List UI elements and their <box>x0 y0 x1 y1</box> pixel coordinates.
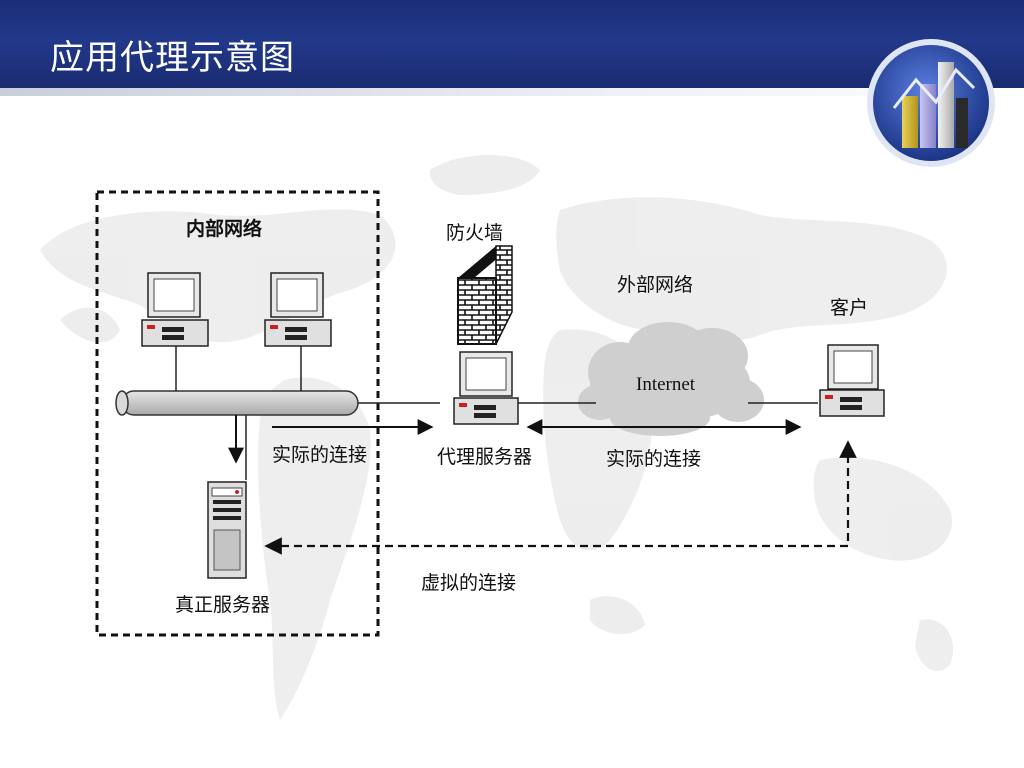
proxy-server-computer-icon <box>453 351 519 425</box>
firewall-icon <box>457 245 513 345</box>
firewall-label: 防火墙 <box>446 222 504 244</box>
slide-header <box>0 0 1024 92</box>
internet-label: Internet <box>636 374 696 395</box>
external-network-label: 外部网络 <box>617 274 694 296</box>
internal-network-boundary <box>95 190 380 637</box>
internal-network-label: 内部网络 <box>186 218 263 240</box>
internet-cloud-icon <box>578 322 764 436</box>
real-server-label: 真正服务器 <box>175 594 271 616</box>
slide-title: 应用代理示意图 <box>50 38 295 78</box>
network-bus <box>115 390 359 416</box>
outer-actual-connection-label: 实际的连接 <box>606 448 702 470</box>
internal-computer-1-icon <box>141 272 209 347</box>
client-label: 客户 <box>830 297 869 319</box>
proxy-server-label: 代理服务器 <box>437 446 533 468</box>
virtual-connection-label: 虚拟的连接 <box>421 572 517 594</box>
bar-chart-logo-icon <box>867 39 995 167</box>
real-server-icon <box>207 481 247 579</box>
client-computer-icon <box>819 344 885 417</box>
header-accent-band <box>0 88 1024 96</box>
internal-computer-2-icon <box>264 272 332 347</box>
inner-actual-connection-label: 实际的连接 <box>272 444 368 466</box>
virtual-connection-arrow <box>264 440 857 555</box>
